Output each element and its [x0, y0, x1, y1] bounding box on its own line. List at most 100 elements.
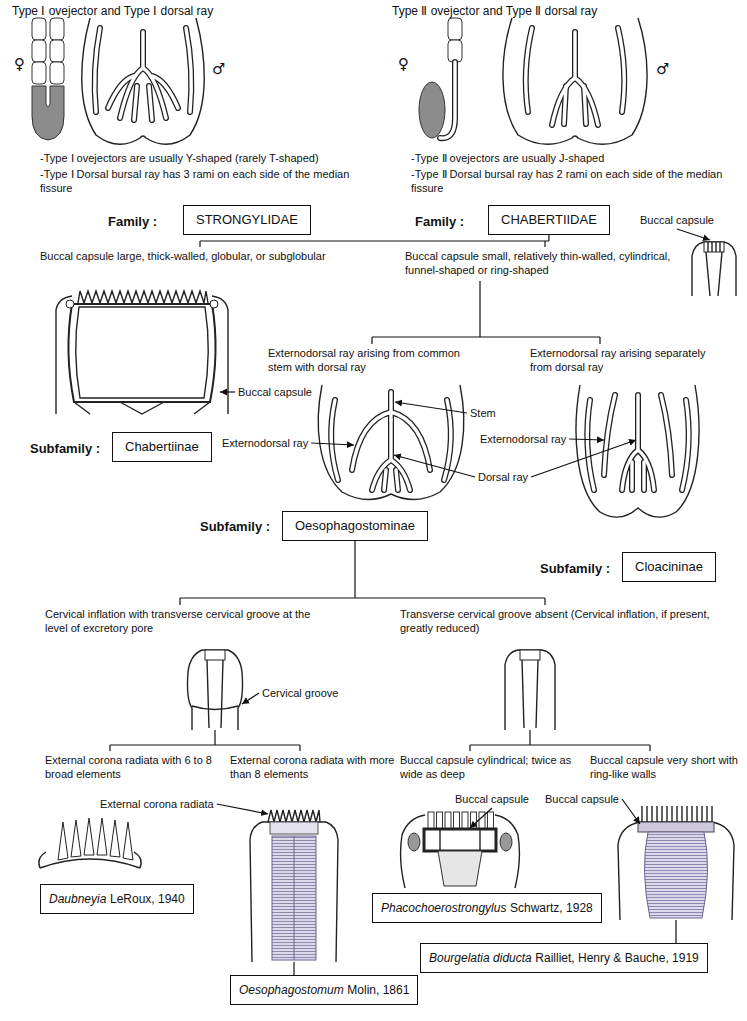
dorsal-ray-type-1-part [95, 28, 100, 112]
annotation-label: Externodorsal ray [480, 432, 566, 446]
ovejector-type-2-part [448, 18, 462, 40]
cloacininae-bursa-part [642, 462, 645, 490]
taxon-authority: LeRoux, 1940 [110, 892, 185, 906]
dorsal-ray-type-2-part [584, 86, 586, 124]
annotation-label: Buccal capsule small, relatively thin-wa… [405, 249, 685, 277]
dorsal-ray-type-1-part [134, 86, 137, 120]
oesophagostominae-bursa-part [444, 400, 451, 480]
dorsal-ray-type-1 [82, 18, 205, 144]
ovejector-type-1-part [32, 40, 46, 62]
annotation-label: Externodorsal ray arising from common st… [268, 346, 478, 374]
phacochoerostrongylus-head-part [408, 833, 420, 851]
bourgelatia-head [618, 806, 734, 920]
annotation-label: ♀ [398, 55, 409, 74]
bourgelatia-head-part [642, 806, 712, 822]
cloacininae-bursa [576, 385, 699, 517]
oesophagostominae-bursa-part [396, 470, 398, 490]
daubneyia-corona-part [97, 818, 107, 855]
tree-lines-part [470, 730, 650, 751]
taxon-box: Cloacininae [622, 552, 716, 582]
oesophagostomum-head-part [272, 836, 316, 960]
annotation-label: Type Ⅰ ovejector and Type Ⅰ dorsal ray [12, 4, 213, 19]
phacochoerostrongylus-head-part [462, 812, 468, 829]
cloacininae-bursa-part [604, 395, 615, 475]
dorsal-ray-type-2-part [573, 32, 576, 78]
dorsal-ray-type-2-part [552, 78, 575, 125]
daubneyia-corona-part [123, 822, 133, 860]
phacochoerostrongylus-head-part [438, 851, 482, 886]
cervical-groove-head-part [188, 650, 243, 730]
annotation-label: -Type Ⅱ ovejectors are usually J-shaped [411, 151, 741, 165]
oesophagostominae-bursa-part [389, 392, 392, 420]
oesophagostomum-head-part [294, 836, 295, 960]
chabertiinae-head-part [210, 300, 218, 308]
taxon-name: STRONGYLIDAE [196, 212, 298, 227]
oesophagostominae-bursa [318, 385, 463, 500]
cervical-groove-head-part [207, 660, 223, 728]
dorsal-ray-type-1-part [134, 86, 137, 120]
dorsal-ray-type-2-part [526, 28, 532, 112]
phacochoerostrongylus-head-part [454, 812, 460, 829]
dorsal-ray-type-1-part [141, 32, 144, 68]
phacochoerostrongylus-head-part [437, 812, 443, 829]
annotation-label: External corona radiata with more than 8… [230, 753, 400, 781]
phacochoerostrongylus-head-part [428, 812, 434, 829]
taxon-authority: Schwartz, 1928 [510, 901, 593, 915]
annotation-label: -Type Ⅰ ovejectors are usually Y-shaped … [40, 151, 380, 165]
genus-box: OesophagostomumMolin, 1861 [230, 975, 418, 1005]
dorsal-ray-type-2-part [575, 78, 598, 125]
oesophagostominae-bursa-part [331, 400, 338, 480]
annotation-label: ♀ [14, 55, 25, 74]
cervical-groove-head-part [192, 706, 238, 710]
annotation-label: Buccal capsule cylindrical; twice as wid… [400, 753, 580, 781]
phacochoerostrongylus-head-part [500, 833, 512, 851]
annotation-label: Cervical inflation with transverse cervi… [45, 607, 315, 635]
tree-line [200, 240, 549, 241]
dorsal-ray-type-1-part [186, 28, 191, 112]
annotation-label: Type Ⅱ ovejector and Type Ⅱ dorsal ray [392, 4, 597, 19]
leader-line [394, 455, 475, 477]
oesophagostomum-head-part [250, 822, 338, 962]
oesophagostominae-bursa-part [391, 412, 430, 470]
dorsal-ray-type-1-part [108, 76, 134, 108]
phacochoerostrongylus-head-part [440, 829, 480, 851]
ovejector-type-1-part [50, 40, 64, 62]
cloacininae-bursa-part [622, 450, 638, 490]
ovejector-type-1-part [32, 62, 46, 84]
daubneyia-corona-part [71, 820, 81, 857]
oesophagostomum-head [250, 810, 338, 962]
ovejector-type-2-part [440, 62, 455, 138]
cloacininae-bursa-part [629, 462, 635, 490]
annotation-label: Subfamily : [30, 440, 100, 457]
no-groove-head-part [522, 660, 538, 728]
oesophagostominae-bursa-part [331, 400, 338, 480]
dorsal-ray-type-1-part [95, 28, 100, 112]
tree-lines-part [110, 730, 300, 751]
cloacininae-bursa-part [587, 400, 594, 490]
small-buccal-capsule-head [692, 242, 736, 296]
no-groove-head [505, 650, 555, 730]
phacochoerostrongylus-head [401, 812, 520, 888]
taxon-name: Chabertiinae [125, 439, 199, 454]
ovejector-type-2-part [419, 82, 445, 138]
tree-line [179, 598, 180, 605]
cervical-groove-head [188, 650, 243, 730]
chabertiinae-head-part [68, 304, 215, 402]
small-buccal-capsule-head-part [706, 252, 722, 296]
tree-line [199, 241, 200, 247]
taxon-authority: Railliet, Henry & Bauche, 1919 [535, 951, 698, 965]
oesophagostominae-bursa-part [391, 460, 410, 490]
chabertiinae-head-part [56, 296, 228, 414]
tree-line [548, 235, 549, 241]
genus-box: DaubneyiaLeRoux, 1940 [40, 884, 194, 914]
dorsal-ray-type-2-part [575, 78, 598, 125]
dorsal-ray-type-2-part [572, 32, 578, 78]
leader-line [242, 693, 259, 704]
cloacininae-bursa-part [661, 395, 672, 475]
annotation-label: External corona radiata with 6 to 8 broa… [45, 753, 215, 781]
taxon-name: Bourgelatia diducta [429, 951, 532, 965]
leader-line [677, 229, 710, 240]
annotation-label: Buccal capsule very short with ring-like… [590, 753, 740, 781]
dorsal-ray-type-1-part [149, 86, 152, 120]
dorsal-ray-type-1-part [186, 28, 191, 112]
